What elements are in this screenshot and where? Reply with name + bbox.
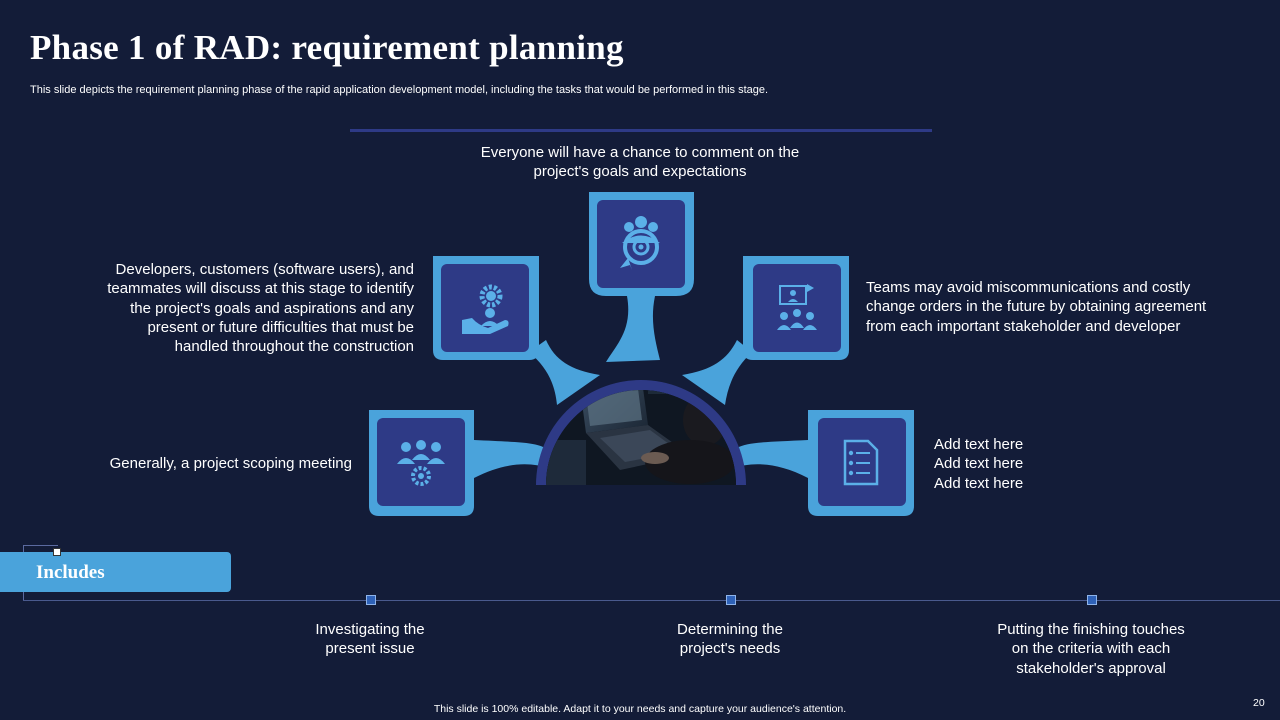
top-description: Everyone will have a chance to comment o… [480, 144, 800, 181]
slide-subtitle: This slide depicts the requirement plann… [30, 84, 769, 96]
timeline-item-finishing: Putting the finishing touches on the cri… [997, 621, 1185, 677]
node-right-upper [743, 256, 849, 360]
includes-banner: Includes [0, 552, 231, 592]
hand-gear-person-icon [462, 284, 509, 334]
node-left-upper [433, 256, 539, 360]
slide-title: Phase 1 of RAD: requirement planning [30, 28, 624, 67]
top-divider [350, 129, 932, 132]
team-gear-icon [397, 440, 445, 486]
timeline-item-investigating: Investigating the present issue [315, 621, 425, 658]
right-description: Teams may avoid miscommunications and co… [866, 279, 1207, 335]
add-text-placeholder: Add text here Add text here Add text her… [934, 436, 1024, 492]
slide-footer: This slide is 100% editable. Adapt it to… [433, 703, 847, 715]
checklist-document-icon [843, 439, 879, 486]
left-description: Developers, customers (software users), … [107, 261, 414, 356]
connectors [474, 296, 808, 478]
team-target-icon [620, 216, 660, 270]
presentation-team-icon [777, 284, 817, 330]
scoping-meeting-description: Generally, a project scoping meeting [109, 455, 352, 472]
node-left-lower [369, 410, 474, 516]
timeline-marker-2 [726, 595, 736, 605]
selection-handle[interactable] [53, 548, 61, 556]
node-top [589, 192, 694, 296]
timeline-marker-3 [1087, 595, 1097, 605]
includes-label: Includes [36, 562, 105, 583]
timeline-marker-1 [366, 595, 376, 605]
timeline-item-determining: Determining the project's needs [677, 621, 783, 658]
timeline-line [23, 600, 1280, 601]
page-number: 20 [1253, 697, 1265, 709]
